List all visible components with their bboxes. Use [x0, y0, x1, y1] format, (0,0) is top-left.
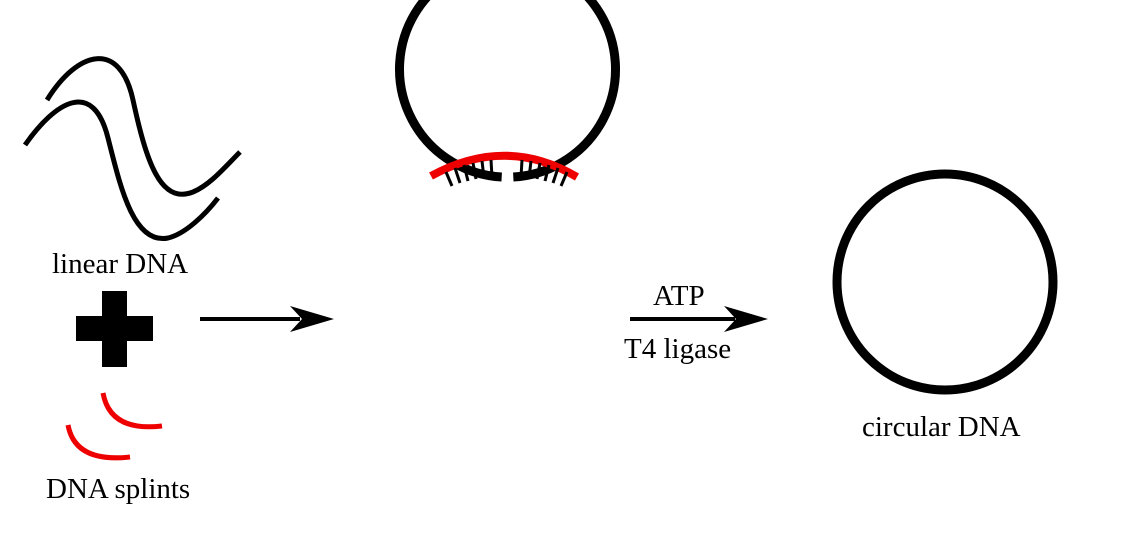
right-arrow-icon — [630, 306, 768, 332]
linear-dna-strand-top — [44, 56, 242, 197]
splint-hybridized — [429, 151, 580, 181]
splinted-dna-circle — [395, 0, 620, 187]
dna-splints — [65, 392, 163, 461]
atp-label: ATP — [653, 280, 705, 312]
right-arrow-icon — [200, 306, 334, 332]
linear-dna-label: linear DNA — [52, 248, 188, 280]
plus-icon — [76, 291, 153, 367]
linear-dna-strands — [22, 56, 242, 241]
nicked-dna-circle — [395, 0, 620, 182]
base-pair-ticks — [444, 159, 569, 187]
circular-dna — [832, 169, 1058, 395]
linear-dna-strand-bottom — [22, 99, 220, 241]
dna-splint-2 — [65, 424, 131, 461]
circular-dna-label: circular DNA — [862, 411, 1021, 443]
dna-splint-1 — [100, 392, 163, 430]
dna-splints-label: DNA splints — [46, 473, 190, 505]
t4-ligase-label: T4 ligase — [624, 333, 731, 365]
